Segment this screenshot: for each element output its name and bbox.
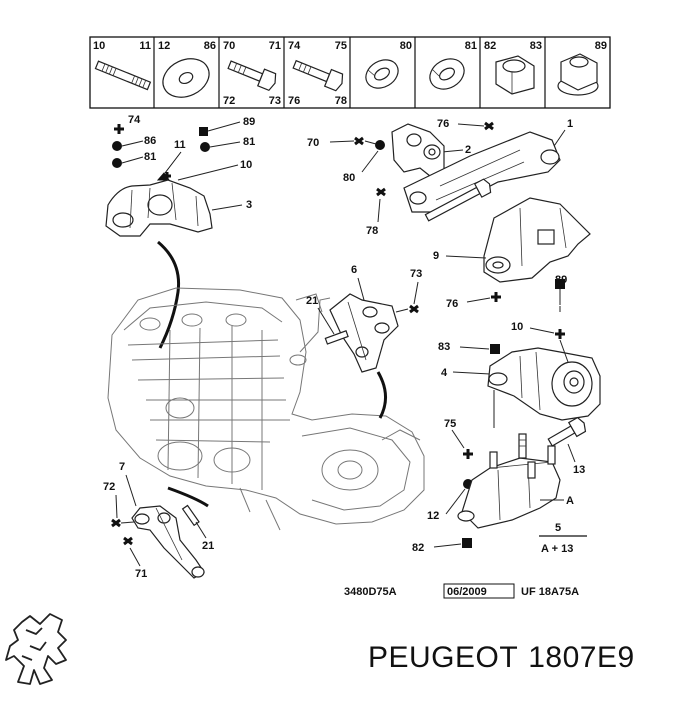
callout-10: 10 [511,321,523,333]
callout-86: 86 [144,135,156,147]
right-mount-9-group: 9 76 [433,197,591,310]
brand-part-caption: PEUGEOT 1807E9 [368,641,645,675]
callout-72: 72 [103,481,115,493]
callout-71: 71 [135,568,147,580]
header-label: 82 [484,40,496,52]
header-label: 10 [93,40,105,52]
header-label: 74 [288,40,301,52]
callout-9: 9 [433,250,439,262]
header-label: 11 [139,40,151,52]
spring-washer-icon [429,58,465,90]
callout-2: 2 [465,144,471,156]
header-label: 89 [595,40,607,52]
part-number: 1807E9 [528,641,635,674]
header-label: 71 [269,40,281,52]
torque-reaction-link [403,131,561,213]
callout-13: 13 [573,464,585,476]
engine-bracket-6 [329,293,399,373]
callout-7: 7 [119,461,125,473]
brand-name: PEUGEOT [368,641,519,674]
callout-1: 1 [567,118,573,130]
lower-left-bracket-7-group: 7 72 71 21 [103,461,214,580]
square-symbol [199,127,208,136]
callout-A: A [566,495,574,507]
callout-80: 80 [343,172,355,184]
engine-gearbox-assembly [107,287,425,531]
header-label: 75 [335,40,347,52]
header-label: 78 [335,95,347,107]
callout-73: 73 [410,268,422,280]
header-label: 72 [223,95,235,107]
cross-symbol [114,124,124,134]
flanged-nut-icon [557,53,599,96]
engine-mount-9 [483,197,591,283]
hex-bolt-icon [227,60,277,92]
engine-support-bracket [461,457,561,529]
peugeot-lion-icon [5,613,67,685]
drawing-date: 06/2009 [447,586,487,598]
callout-4: 4 [441,367,448,379]
header-label: 76 [288,95,300,107]
center-bracket-6-group: 6 73 21 [306,264,422,373]
callout-81: 81 [243,136,255,148]
hex-bolt-icon [292,59,344,92]
callout-81: 81 [144,151,156,163]
callout-21: 21 [202,540,214,552]
hex-nut-icon [495,55,535,95]
callout-76: 76 [446,298,458,310]
callout-6: 6 [351,264,357,276]
drawing-code: 3480D75A [344,586,397,598]
flat-washer-icon [162,58,210,98]
spring-washer-icon [365,59,399,89]
header-label: 86 [204,40,216,52]
callout-12: 12 [427,510,439,522]
callout-89: 89 [243,116,255,128]
callout-A-plus-13: A + 13 [541,543,573,555]
dot-symbol [112,141,122,151]
callout-10: 10 [240,159,252,171]
upper-right-torque-link-group: 70 80 76 1 2 78 [307,118,573,237]
parts-header-strip: 10 11 12 86 70 71 72 73 74 75 76 78 80 8… [89,36,611,109]
callout-21: 21 [306,295,318,307]
callout-75: 75 [444,418,456,430]
callout-5: 5 [555,522,561,534]
header-label: 80 [400,40,412,52]
upper-left-mount-group: 74 86 81 89 81 11 10 3 [105,114,255,349]
callout-78: 78 [366,225,378,237]
long-bolt-icon [94,60,152,91]
header-label: 83 [530,40,542,52]
reference-codes: 3480D75A 06/2009 UF 18A75A [344,583,579,599]
header-label: 81 [465,40,477,52]
dot-symbol [200,142,210,152]
lower-right-support-group: 75 12 82 13 A 5 A + 13 [412,416,587,555]
header-label: 12 [158,40,170,52]
callout-11: 11 [174,139,186,151]
callout-82: 82 [412,542,424,554]
callout-76: 76 [437,118,449,130]
callout-3: 3 [246,199,252,211]
uf-code: UF 18A75A [521,586,579,598]
header-label: 70 [223,40,235,52]
callout-83: 83 [438,341,450,353]
callout-70: 70 [307,137,319,149]
callout-89: 89 [555,274,567,286]
header-label: 73 [269,95,281,107]
callout-74: 74 [128,114,141,126]
dot-symbol [112,158,122,168]
right-lower-mount-4-group: 89 10 83 4 [438,274,601,428]
